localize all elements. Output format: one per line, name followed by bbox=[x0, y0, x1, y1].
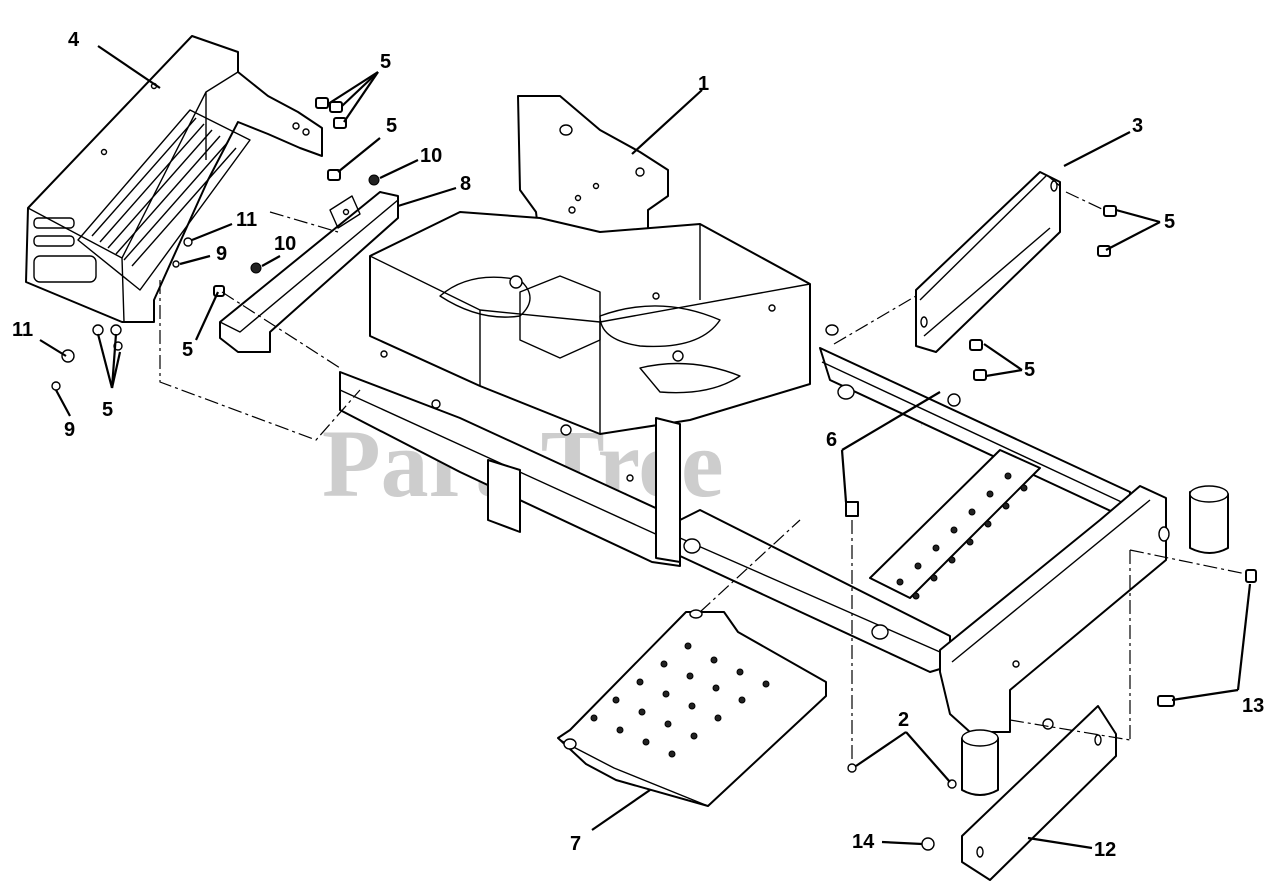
hardware bbox=[51, 97, 1257, 851]
callout-5-bottom-left: 5 bbox=[102, 399, 113, 421]
part-floor-plate bbox=[557, 609, 827, 807]
washer-11 bbox=[183, 237, 193, 247]
callout-10-lower: 10 bbox=[274, 233, 296, 255]
callout-10-top: 10 bbox=[420, 145, 442, 167]
callout-14: 14 bbox=[852, 831, 875, 853]
bolt-13 bbox=[1245, 569, 1257, 583]
bolt-5-top bbox=[315, 97, 347, 129]
callout-13: 13 bbox=[1242, 695, 1264, 717]
callout-11-left: 11 bbox=[12, 319, 33, 341]
callout-5-right-top: 5 bbox=[1164, 211, 1175, 233]
part-main-frame bbox=[339, 95, 1229, 796]
callout-8: 8 bbox=[460, 173, 471, 195]
callout-3: 3 bbox=[1132, 115, 1143, 137]
callout-11-top: 11 bbox=[236, 209, 257, 231]
callout-6: 6 bbox=[826, 429, 837, 451]
nut-14 bbox=[921, 837, 935, 851]
callout-4: 4 bbox=[68, 29, 80, 51]
callout-7: 7 bbox=[570, 833, 581, 855]
callout-5-top: 5 bbox=[380, 51, 391, 73]
bolt-5-right-top bbox=[1103, 205, 1117, 217]
nut-10-lower bbox=[250, 262, 262, 274]
callout-12: 12 bbox=[1094, 839, 1116, 861]
spacer-6 bbox=[845, 501, 859, 517]
bolt-5 bbox=[327, 169, 341, 181]
callout-5-right-mid: 5 bbox=[1024, 359, 1035, 381]
washer-11-left bbox=[61, 349, 75, 363]
floor-plate-holes bbox=[590, 642, 770, 758]
callout-5-bolt: 5 bbox=[386, 115, 397, 137]
callout-labels: 4 5 5 10 8 11 9 10 5 11 5 9 1 3 5 5 6 2 … bbox=[12, 29, 1264, 861]
part-support-bracket bbox=[219, 191, 399, 353]
bolt-9-left bbox=[51, 381, 61, 391]
part-rear-housing bbox=[25, 35, 323, 323]
nut-2 bbox=[847, 763, 857, 773]
callout-9-left: 9 bbox=[64, 419, 75, 441]
callout-2: 2 bbox=[898, 709, 909, 731]
bolt-5-left bbox=[213, 285, 225, 297]
bolt-5-right-mid bbox=[969, 339, 983, 351]
callout-5-left: 5 bbox=[182, 339, 193, 361]
callout-9-top: 9 bbox=[216, 243, 227, 265]
frame-floor-holes bbox=[896, 472, 1028, 600]
leader-lines bbox=[39, 45, 1252, 850]
assembly-centerlines bbox=[159, 191, 1247, 762]
part-side-panel bbox=[915, 171, 1061, 353]
part-front-plate bbox=[961, 705, 1117, 881]
nut-10 bbox=[368, 174, 380, 186]
callout-1: 1 bbox=[698, 73, 709, 95]
housing-vent-slots bbox=[91, 117, 237, 267]
bolt-9 bbox=[172, 260, 180, 268]
